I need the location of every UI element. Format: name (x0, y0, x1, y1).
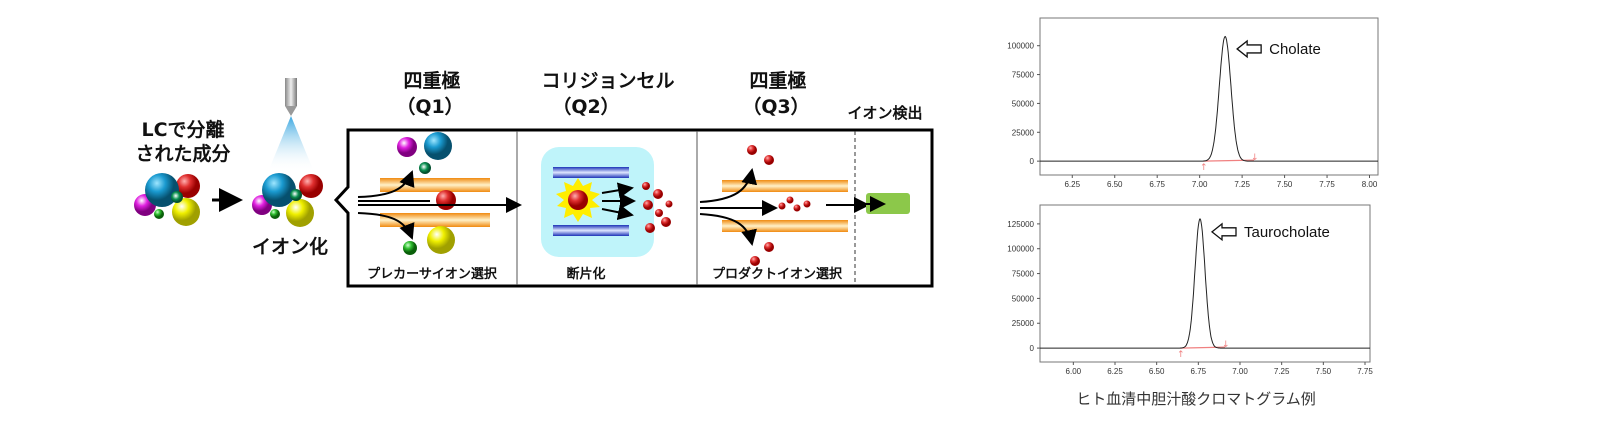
peak-annotation: Cholate (1269, 41, 1321, 58)
peak-annotation: Taurocholate (1244, 224, 1330, 241)
y-tick-label: 0 (1030, 344, 1035, 353)
integration-start-marker: ↑ (1177, 350, 1185, 360)
y-tick-label: 50000 (1012, 294, 1035, 303)
y-tick-label: 0 (1030, 157, 1035, 166)
chromatogram-trace (1040, 218, 1370, 349)
chromatogram-trace (1040, 35, 1378, 162)
x-tick-label: 7.25 (1234, 180, 1250, 189)
x-tick-label: 6.50 (1149, 367, 1165, 376)
integration-baseline (1203, 159, 1255, 162)
q2-subtitle: （Q2） (552, 95, 619, 118)
integration-end-marker: ↓ (1251, 153, 1259, 163)
peak-arrow-icon (1236, 39, 1262, 59)
x-tick-label: 6.75 (1149, 180, 1165, 189)
figure-caption: ヒト血清中胆汁酸クロマトグラム例 (1076, 390, 1316, 408)
x-tick-label: 6.75 (1191, 367, 1207, 376)
y-tick-label: 100000 (1007, 42, 1034, 51)
collision-cell (541, 147, 673, 257)
peak-arrow-icon (1210, 222, 1237, 242)
integration-end-marker: ↓ (1222, 340, 1230, 350)
lc-label-line2: された成分 (135, 142, 230, 165)
x-tick-label: 7.25 (1274, 367, 1290, 376)
integration-start-marker: ↑ (1200, 163, 1208, 173)
q1-quadrupole (357, 132, 522, 255)
y-tick-label: 50000 (1012, 99, 1035, 108)
x-tick-label: 7.00 (1192, 180, 1208, 189)
plot-frame (1039, 17, 1379, 176)
x-tick-label: 7.50 (1316, 367, 1332, 376)
q2-title: コリジョンセル (541, 70, 674, 92)
q3-title: 四重極 (749, 69, 806, 92)
q3-quadrupole (699, 145, 870, 266)
esi-needle-icon (268, 78, 314, 172)
analyte-mixture-icon (134, 173, 200, 226)
x-tick-label: 7.75 (1357, 367, 1373, 376)
ionization-label: イオン化 (252, 235, 328, 258)
x-tick-label: 6.25 (1064, 180, 1080, 189)
q1-caption: プレカーサイオン選択 (367, 266, 498, 282)
y-tick-label: 25000 (1012, 128, 1035, 137)
y-tick-label: 75000 (1012, 270, 1035, 279)
x-tick-label: 6.25 (1107, 367, 1123, 376)
lc-label-line1: LCで分離 (141, 118, 224, 141)
x-tick-label: 7.50 (1277, 180, 1293, 189)
q3-subtitle: （Q3） (742, 95, 809, 118)
y-tick-label: 125000 (1007, 220, 1034, 229)
x-tick-label: 6.00 (1066, 367, 1082, 376)
ionized-mixture-icon (252, 173, 323, 227)
y-tick-label: 75000 (1012, 71, 1035, 80)
q2-caption: 断片化 (566, 266, 605, 282)
x-tick-label: 7.75 (1319, 180, 1335, 189)
y-tick-label: 100000 (1007, 245, 1034, 254)
q1-title: 四重極 (403, 69, 460, 92)
detector-title: イオン検出 (847, 104, 922, 122)
q3-caption: プロダクトイオン選択 (712, 266, 843, 282)
q1-subtitle: （Q1） (396, 95, 463, 118)
x-tick-label: 6.50 (1107, 180, 1123, 189)
x-tick-label: 7.00 (1232, 367, 1248, 376)
chromatogram-taurocholate: 6.00 6.25 6.50 6.75 7.00 7.25 7.50 7.75 0 25000 50… (1007, 204, 1373, 376)
x-tick-label: 8.00 (1362, 180, 1378, 189)
integration-baseline (1179, 346, 1226, 349)
chromatogram-cholate: 6.25 6.50 6.75 7.00 7.25 7.50 7.75 8.00 0 25000 50… (1007, 17, 1379, 189)
plot-frame (1039, 204, 1371, 363)
y-tick-label: 25000 (1012, 319, 1035, 328)
